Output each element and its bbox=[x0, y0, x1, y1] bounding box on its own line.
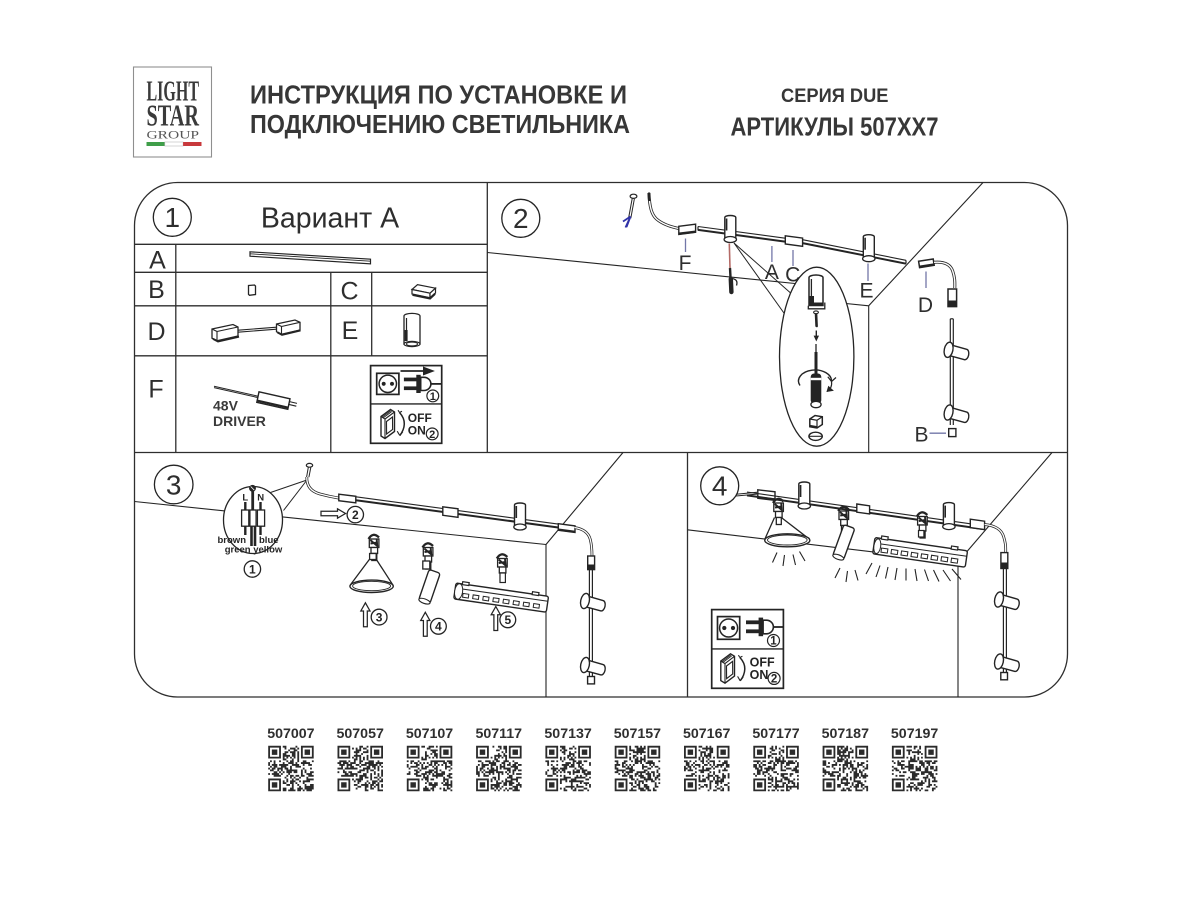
svg-text:OFF: OFF bbox=[408, 411, 432, 425]
svg-text:Вариант А: Вариант А bbox=[261, 203, 399, 235]
svg-text:5: 5 bbox=[504, 613, 511, 627]
svg-text:507117: 507117 bbox=[476, 726, 523, 742]
svg-text:green yellow: green yellow bbox=[225, 545, 283, 556]
svg-text:4: 4 bbox=[435, 620, 442, 634]
svg-text:507187: 507187 bbox=[822, 726, 869, 742]
svg-text:АРТИКУЛЫ 507XX7: АРТИКУЛЫ 507XX7 bbox=[731, 112, 939, 142]
svg-text:D: D bbox=[918, 294, 933, 317]
svg-text:507007: 507007 bbox=[267, 726, 314, 742]
svg-text:48V: 48V bbox=[213, 398, 239, 414]
svg-text:2: 2 bbox=[771, 674, 777, 686]
svg-text:DRIVER: DRIVER bbox=[213, 413, 266, 429]
svg-text:507057: 507057 bbox=[337, 726, 384, 742]
svg-text:507137: 507137 bbox=[544, 726, 591, 742]
svg-text:E: E bbox=[859, 280, 873, 303]
svg-text:E: E bbox=[342, 317, 359, 345]
svg-text:1: 1 bbox=[770, 636, 777, 648]
svg-text:D: D bbox=[147, 318, 165, 346]
svg-text:2: 2 bbox=[513, 203, 529, 234]
svg-text:2: 2 bbox=[429, 429, 435, 441]
svg-text:507177: 507177 bbox=[752, 726, 799, 742]
svg-text:OFF: OFF bbox=[750, 655, 775, 669]
svg-text:N: N bbox=[257, 493, 264, 504]
svg-text:brown: brown bbox=[218, 535, 247, 546]
svg-text:STAR: STAR bbox=[147, 98, 200, 133]
svg-text:F: F bbox=[679, 252, 692, 275]
svg-text:СЕРИЯ DUE: СЕРИЯ DUE bbox=[781, 85, 889, 107]
svg-text:507197: 507197 bbox=[891, 726, 938, 742]
svg-text:B: B bbox=[914, 424, 928, 447]
svg-text:4: 4 bbox=[712, 471, 728, 502]
svg-text:F: F bbox=[148, 376, 163, 404]
svg-text:1: 1 bbox=[430, 391, 436, 403]
svg-text:507107: 507107 bbox=[406, 726, 453, 742]
svg-text:1: 1 bbox=[249, 562, 256, 576]
svg-text:507167: 507167 bbox=[683, 726, 730, 742]
svg-text:ИНСТРУКЦИЯ ПО УСТАНОВКЕ И: ИНСТРУКЦИЯ ПО УСТАНОВКЕ И bbox=[250, 82, 627, 110]
svg-text:507157: 507157 bbox=[614, 726, 661, 742]
svg-text:C: C bbox=[340, 278, 358, 306]
svg-text:ПОДКЛЮЧЕНИЮ СВЕТИЛЬНИКА: ПОДКЛЮЧЕНИЮ СВЕТИЛЬНИКА bbox=[250, 111, 630, 139]
svg-text:3: 3 bbox=[166, 469, 182, 500]
svg-text:B: B bbox=[148, 276, 165, 304]
svg-text:ON: ON bbox=[408, 423, 426, 437]
svg-text:A: A bbox=[149, 246, 166, 274]
svg-text:1: 1 bbox=[165, 202, 181, 233]
svg-text:blue: blue bbox=[259, 535, 279, 546]
svg-text:GROUP: GROUP bbox=[147, 130, 200, 142]
svg-text:3: 3 bbox=[376, 610, 383, 624]
svg-text:LIGHT: LIGHT bbox=[147, 76, 200, 108]
svg-text:2: 2 bbox=[352, 508, 359, 522]
svg-text:ON: ON bbox=[750, 668, 769, 682]
svg-text:L: L bbox=[242, 493, 248, 504]
svg-text:A: A bbox=[765, 261, 779, 284]
